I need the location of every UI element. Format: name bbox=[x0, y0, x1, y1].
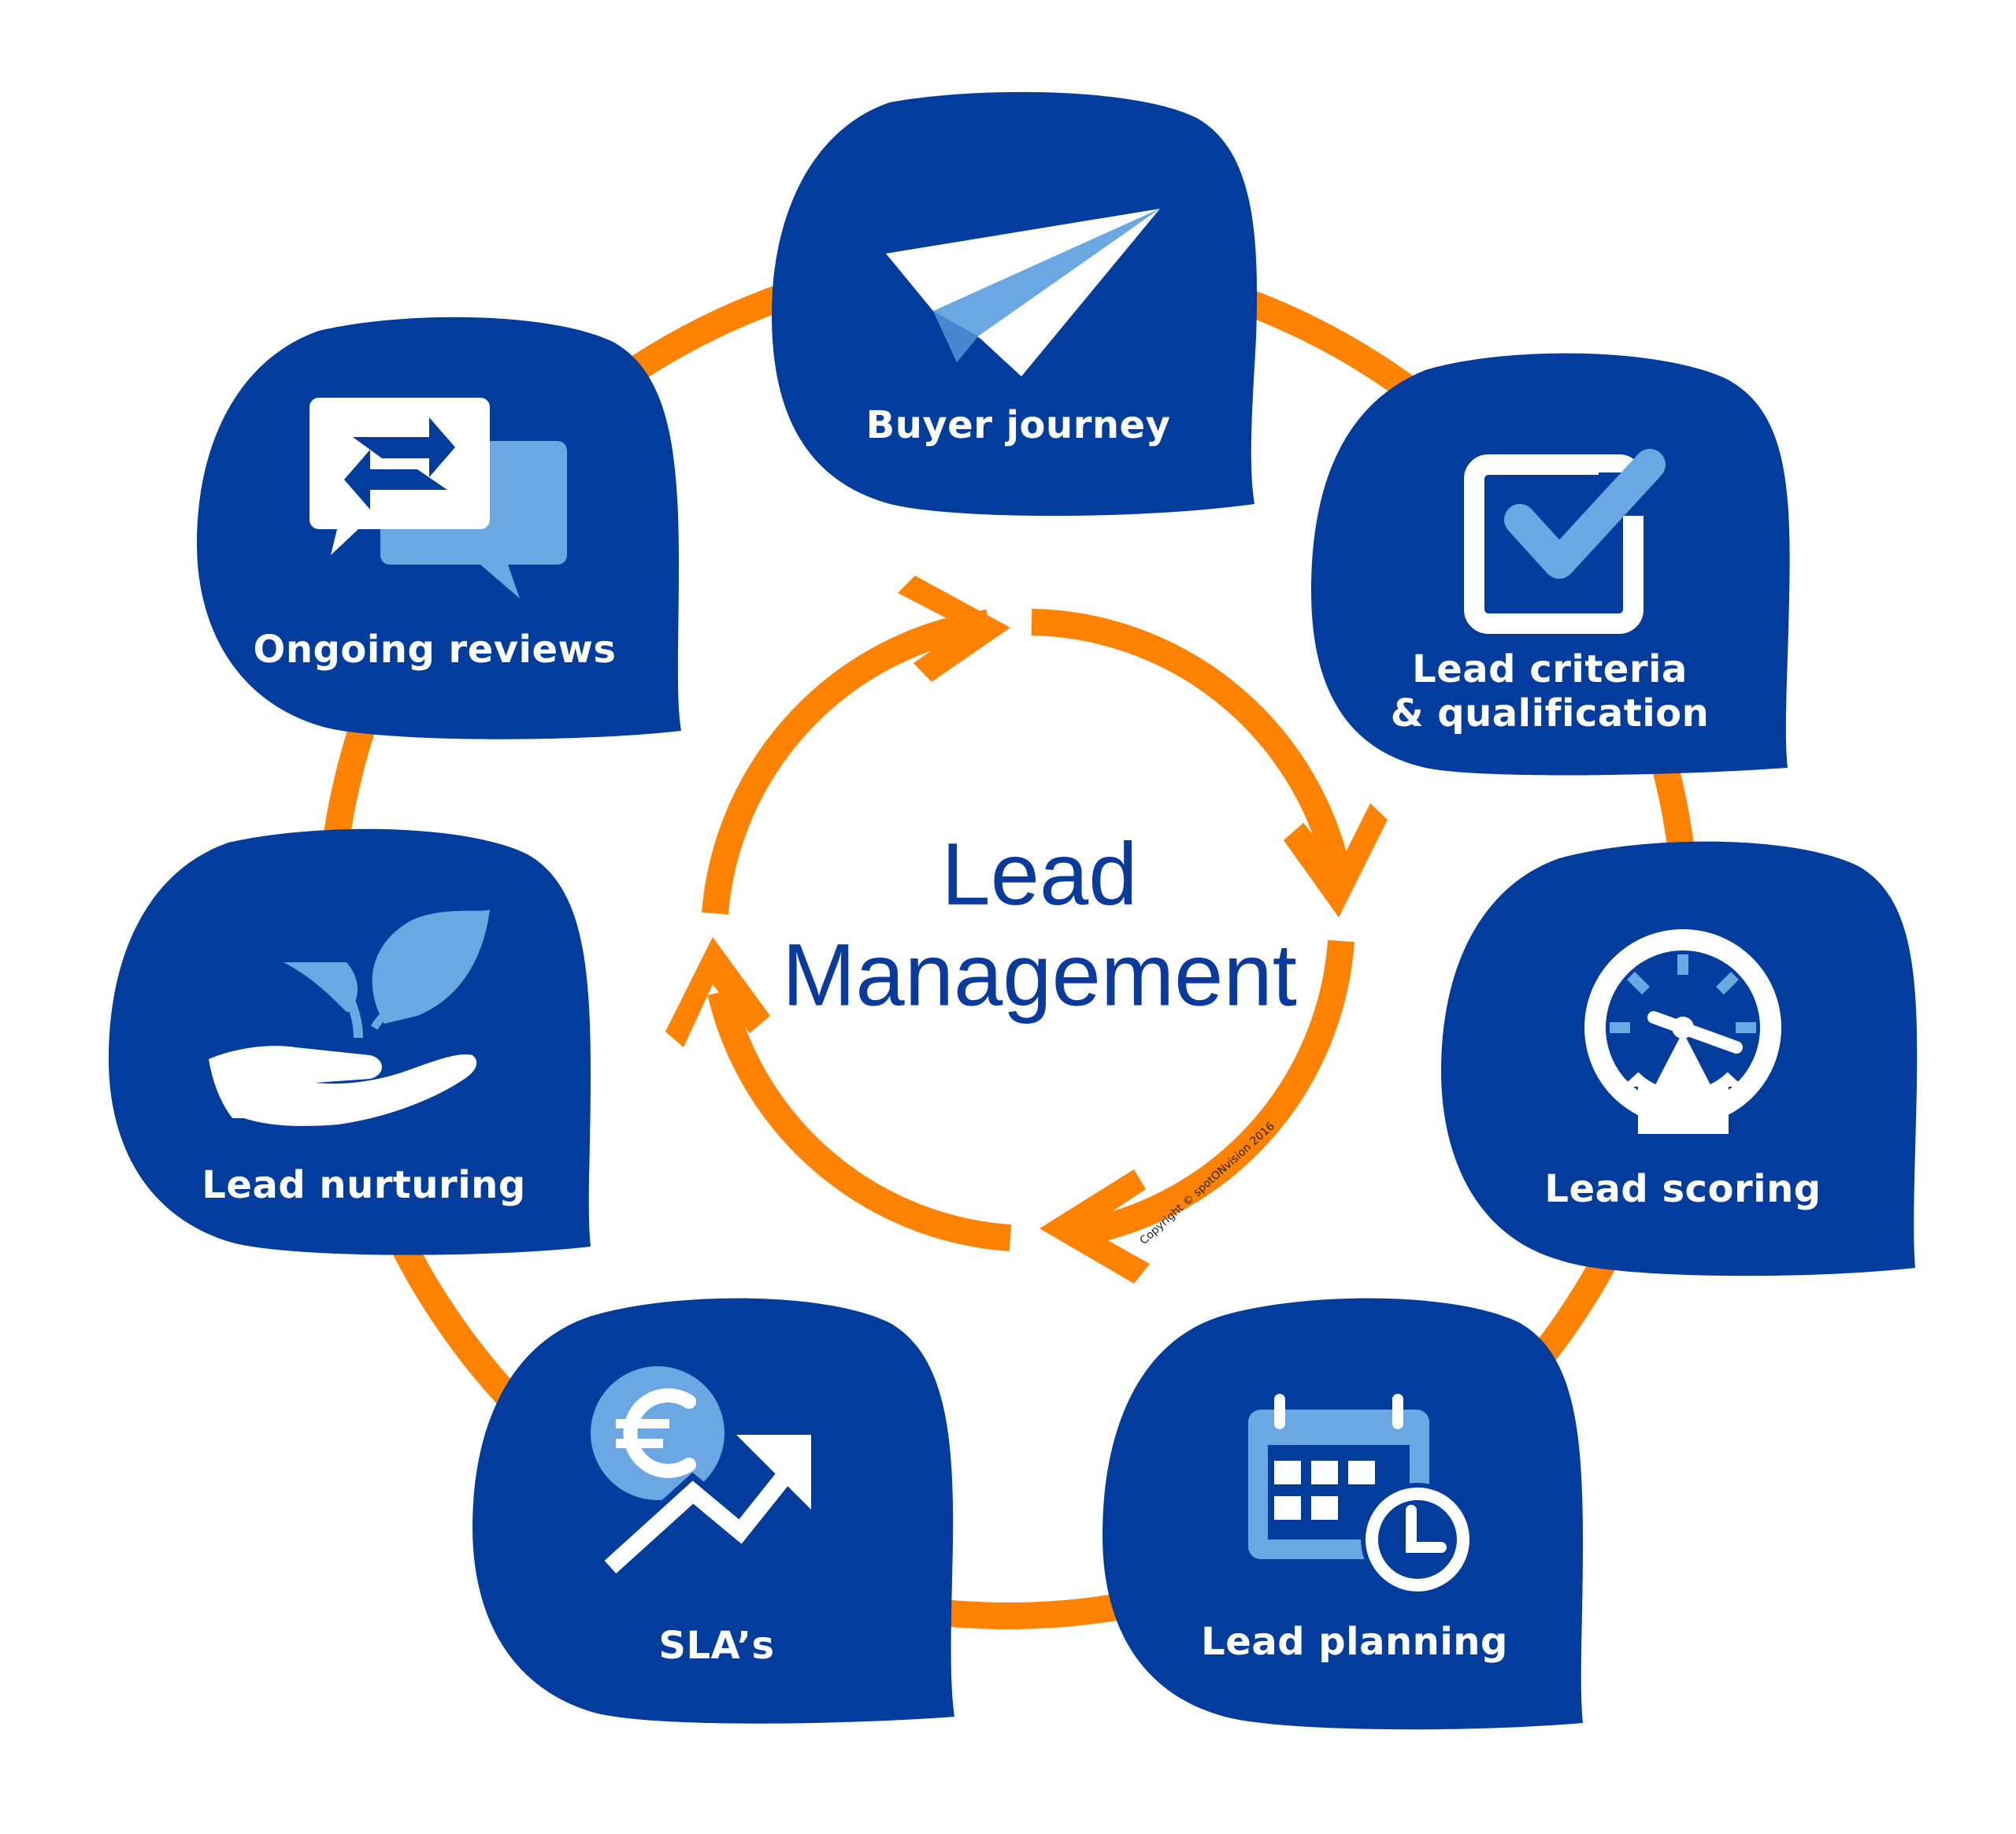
checkbox-icon bbox=[1464, 449, 1666, 634]
inner-arc-bottom-right bbox=[1076, 939, 1354, 1247]
node-label-lead-scoring: Lead scoring bbox=[1544, 1167, 1821, 1211]
node-label-lead-criteria-1: Lead criteria bbox=[1412, 647, 1688, 691]
node-label-lead-planning: Lead planning bbox=[1201, 1620, 1508, 1664]
inner-arc-bottom-left bbox=[707, 989, 1012, 1251]
node-label-lead-criteria-2: & qualification bbox=[1390, 691, 1710, 735]
node-label-lead-nurturing: Lead nurturing bbox=[202, 1163, 526, 1207]
calendar-clock-icon bbox=[1248, 1394, 1474, 1596]
arrowhead-left bbox=[665, 937, 770, 1047]
center-title-line-2: Management bbox=[782, 925, 1297, 1024]
chat-exchange-icon bbox=[309, 398, 567, 598]
inner-cycle-arrowheads bbox=[665, 576, 1388, 1284]
center-title-line-1: Lead bbox=[941, 824, 1138, 924]
speedometer-icon bbox=[1584, 929, 1781, 1134]
arrowhead-top bbox=[898, 576, 1010, 682]
node-label-ongoing-reviews: Ongoing reviews bbox=[253, 628, 617, 672]
inner-arc-top-left bbox=[702, 609, 991, 915]
arrowhead-bottom bbox=[1040, 1169, 1150, 1284]
inner-cycle bbox=[702, 609, 1354, 1251]
euro-growth-icon bbox=[591, 1366, 811, 1579]
node-label-buyer-journey: Buyer journey bbox=[865, 403, 1171, 447]
arrowhead-right bbox=[1284, 803, 1388, 917]
node-label-slas: SLA’s bbox=[658, 1624, 775, 1668]
inner-arc-top-right bbox=[1031, 609, 1350, 870]
plant-hand-icon bbox=[209, 910, 490, 1126]
paper-plane-icon bbox=[886, 209, 1160, 376]
